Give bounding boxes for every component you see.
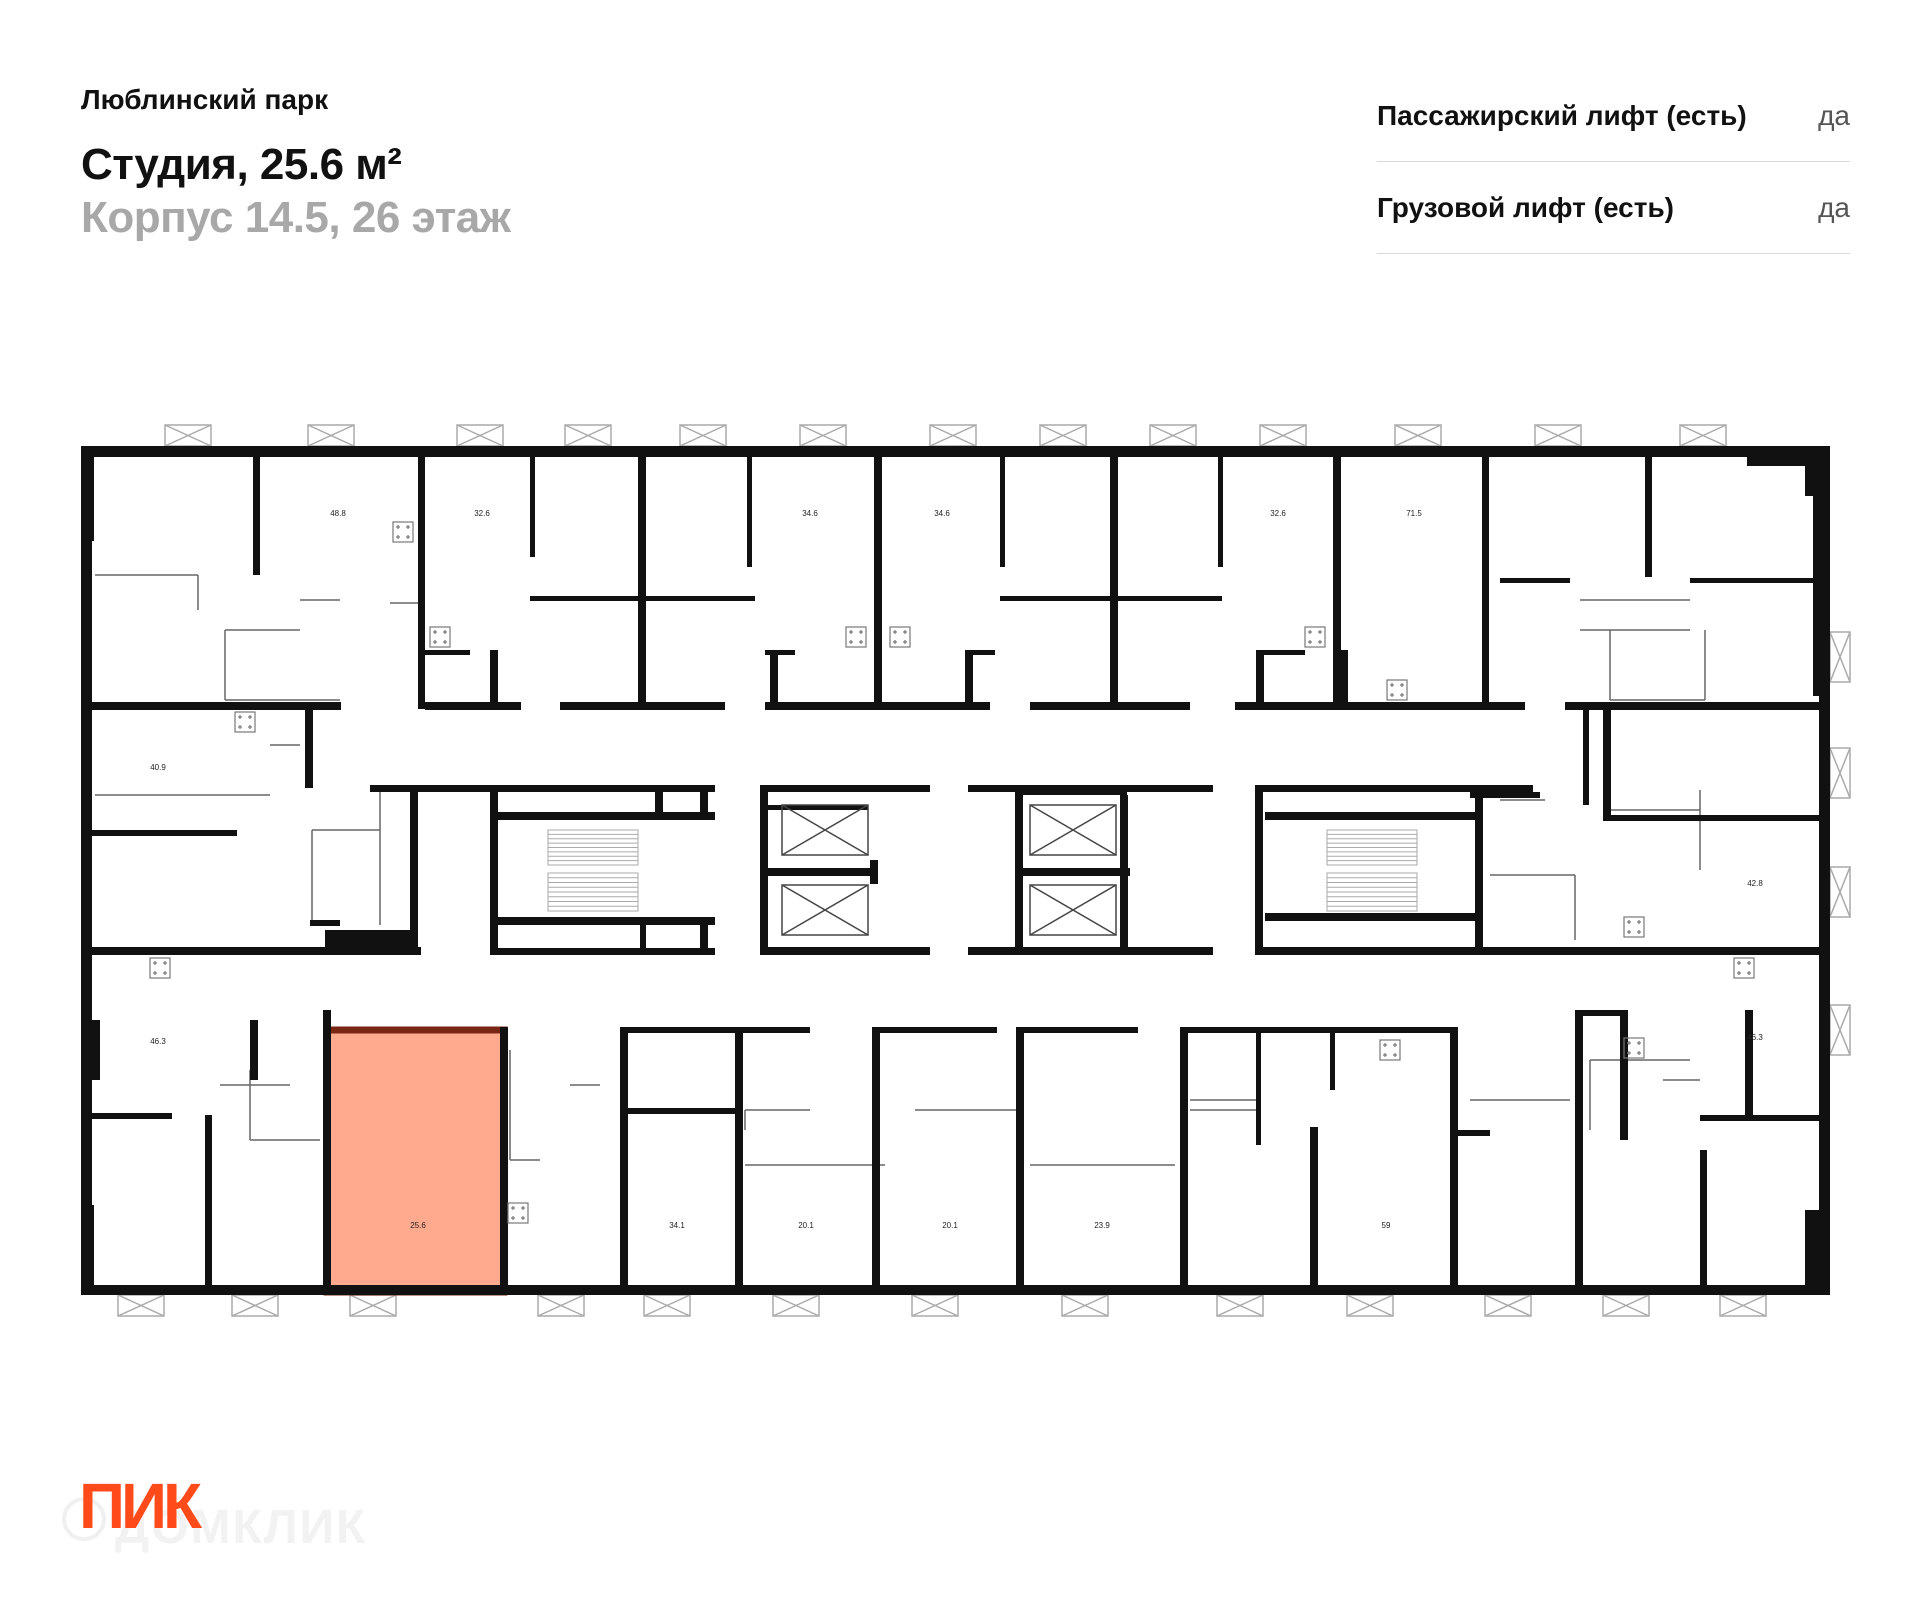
window (1216, 1294, 1264, 1317)
apartment-title: Студия, 25.6 м² (81, 140, 402, 189)
elevator-shafts (781, 804, 1117, 936)
unit-area-label: 34.6 (934, 509, 950, 518)
stove-icon (845, 626, 867, 648)
window (679, 424, 727, 447)
features-list: Пассажирский лифт (есть) да Грузовой лиф… (1377, 70, 1850, 254)
feature-row-freight-lift: Грузовой лифт (есть) да (1377, 162, 1850, 254)
unit-area-label: 46.3 (1747, 1033, 1763, 1042)
feature-label: Пассажирский лифт (есть) (1377, 99, 1747, 131)
unit-area-label: 34.6 (802, 509, 818, 518)
stove-icon (1623, 1037, 1645, 1059)
stove-icon (149, 957, 171, 979)
stove-icon (392, 521, 414, 543)
feature-value: да (1818, 99, 1850, 131)
window (1679, 424, 1727, 447)
stove-icon (507, 1202, 529, 1224)
stove-icon (1386, 679, 1408, 701)
window (1534, 424, 1582, 447)
window (1394, 424, 1442, 447)
window (1719, 1294, 1767, 1317)
window (231, 1294, 279, 1317)
selected-apartment[interactable] (323, 1026, 508, 1296)
feature-value: да (1818, 191, 1850, 223)
unit-area-label: 32.6 (1270, 509, 1286, 518)
watermark-icon (62, 1497, 106, 1541)
unit-area-label: 71.5 (1406, 509, 1422, 518)
project-name: Люблинский парк (81, 84, 329, 115)
window (1829, 1004, 1851, 1056)
stair-flight (1326, 829, 1418, 866)
window (1039, 424, 1087, 447)
window (1061, 1294, 1109, 1317)
stove-icon (429, 626, 451, 648)
unit-area-label: 25.6 (410, 1221, 426, 1230)
window (1829, 747, 1851, 799)
window (456, 424, 504, 447)
stove-icons (149, 521, 1755, 1224)
unit-area-label: 59 (1382, 1221, 1391, 1230)
window (1829, 866, 1851, 918)
interior-lines (95, 574, 1706, 1166)
unit-area-label: 23.9 (1094, 1221, 1110, 1230)
window (929, 424, 977, 447)
watermark-text: ДОМКЛИК (115, 1501, 368, 1554)
feature-row-passenger-lift: Пассажирский лифт (есть) да (1377, 70, 1850, 162)
unit-area-label: 20.1 (798, 1221, 814, 1230)
stove-icon (1623, 916, 1645, 938)
window (349, 1294, 397, 1317)
stove-icon (1733, 957, 1755, 979)
walls (81, 446, 1830, 1295)
unit-area-label: 34.1 (669, 1221, 685, 1230)
unit-area-label: 32.6 (474, 509, 490, 518)
stair-flight (547, 829, 639, 866)
stove-icon (1304, 626, 1326, 648)
area-labels: 48.8 32.6 34.6 34.6 32.6 71.5 40.9 42.8 … (150, 509, 1763, 1230)
unit-area-label: 48.8 (330, 509, 346, 518)
window (1602, 1294, 1650, 1317)
stove-icon (1379, 1039, 1401, 1061)
window (799, 424, 847, 447)
feature-label: Грузовой лифт (есть) (1377, 191, 1674, 223)
stair-flight (547, 872, 639, 912)
staircases (547, 829, 1418, 912)
window (1346, 1294, 1394, 1317)
unit-area-label: 40.9 (150, 763, 166, 772)
stair-flight (1326, 872, 1418, 912)
window (772, 1294, 820, 1317)
pik-logo-text: ПИК (79, 1476, 203, 1536)
window (1829, 631, 1851, 683)
building-floor: Корпус 14.5, 26 этаж (81, 193, 511, 242)
unit-area-label: 42.8 (1747, 879, 1763, 888)
window (564, 424, 612, 447)
window (307, 424, 355, 447)
window (117, 1294, 165, 1317)
stove-icon (889, 626, 911, 648)
unit-area-label: 46.3 (150, 1037, 166, 1046)
pik-logo: ПИК (79, 1476, 207, 1536)
window (1259, 424, 1307, 447)
window (911, 1294, 959, 1317)
unit-area-label: 20.1 (942, 1221, 958, 1230)
window (1484, 1294, 1532, 1317)
window (537, 1294, 585, 1317)
window (1149, 424, 1197, 447)
window (643, 1294, 691, 1317)
window (164, 424, 212, 447)
stove-icon (234, 711, 256, 733)
